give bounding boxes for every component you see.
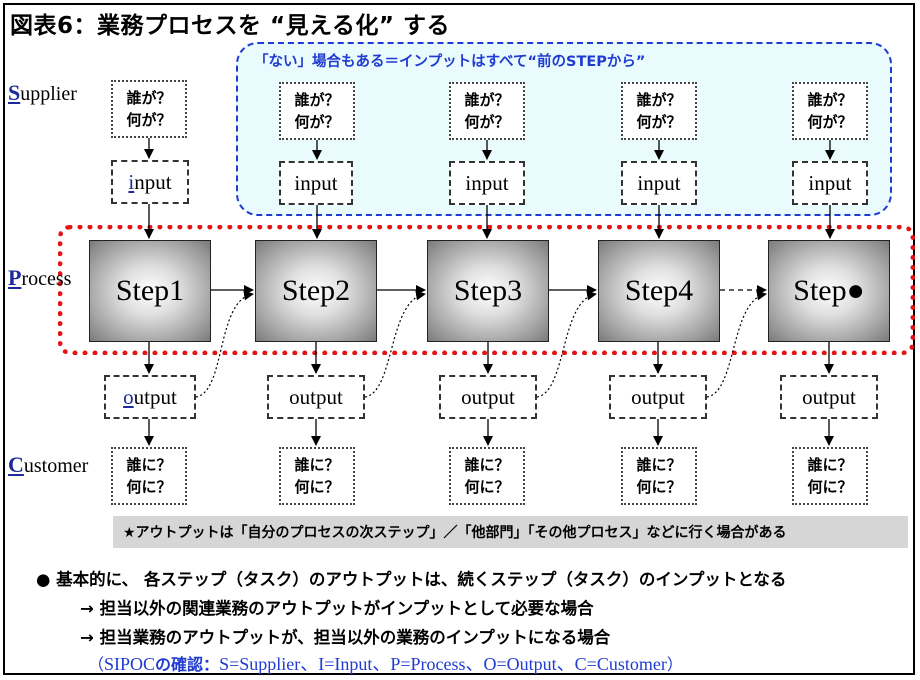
customer-what: 何に？	[294, 478, 340, 496]
customer-what: 何に？	[807, 478, 853, 496]
input-box-4: input	[621, 161, 697, 205]
customer-box-4: 誰に？ 何に？	[621, 447, 697, 505]
supplier-initial: S	[8, 80, 21, 105]
supplier-who: 誰が？	[126, 89, 172, 107]
customer-whom: 誰に？	[807, 456, 853, 474]
input-rest: nput	[134, 169, 172, 194]
process-step-final: Step●	[768, 240, 890, 342]
supplier-what: 何が？	[126, 111, 172, 129]
process-step-1: Step1	[89, 240, 211, 342]
figure-title: 図表6：業務プロセスを “見える化” する	[10, 13, 451, 39]
supplier-who: 誰が？	[636, 91, 682, 109]
curve-output-3-to-step-4	[536, 290, 597, 398]
supplier-rest: upplier	[20, 83, 77, 105]
supplier-box-2: 誰が？ 何が？	[279, 82, 355, 140]
output-rest: utput	[133, 384, 177, 409]
customer-whom: 誰に？	[294, 456, 340, 474]
supplier-who: 誰が？	[294, 91, 340, 109]
row-label-supplier: Supplier	[8, 80, 77, 106]
customer-whom: 誰に？	[636, 456, 682, 474]
sipoc-label: の確認：	[155, 655, 220, 674]
input-box-5: input	[792, 161, 868, 205]
customer-box-2: 誰に？ 何に？	[279, 447, 355, 505]
customer-box-5: 誰に？ 何に？	[792, 447, 868, 505]
customer-rest: ustomer	[23, 455, 89, 477]
customer-whom: 誰に？	[464, 456, 510, 474]
customer-what: 何に？	[464, 478, 510, 496]
supplier-who: 誰が？	[464, 91, 510, 109]
input-initial: i	[128, 169, 135, 194]
customer-what: 何に？	[636, 478, 682, 496]
bullet-sub-1: → 担当以外の関連業務のアウトプットがインプットとして必要な場合	[80, 599, 594, 618]
customer-box-1: 誰に？ 何に？	[111, 447, 187, 505]
process-step-2: Step2	[255, 240, 377, 342]
output-box-4: output	[609, 375, 707, 419]
process-rest: rocess	[21, 268, 72, 290]
output-box-2: output	[267, 375, 365, 419]
output-box-3: output	[439, 375, 537, 419]
sipoc-text: S=Supplier、I=Input、P=Process、O=Output、C=…	[219, 654, 667, 674]
customer-box-3: 誰に？ 何に？	[449, 447, 525, 505]
sipoc-term: SIPOC	[104, 654, 156, 674]
sipoc-legend: （SIPOCの確認：S=Supplier、I=Input、P=Process、O…	[88, 650, 683, 676]
output-box-5: output	[780, 375, 878, 419]
sipoc-close: ）	[666, 655, 683, 674]
sipoc-open: （	[88, 655, 105, 674]
customer-what: 何に？	[126, 478, 172, 496]
row-label-customer: Customer	[8, 452, 88, 478]
supplier-what: 何が？	[807, 113, 853, 131]
process-step-4: Step4	[598, 240, 720, 342]
curve-output-2-to-step-3	[364, 290, 426, 398]
supplier-box-1: 誰が？ 何が？	[111, 80, 187, 138]
supplier-box-4: 誰が？ 何が？	[621, 82, 697, 140]
output-initial: o	[123, 384, 134, 409]
bullet-main: ● 基本的に、 各ステップ（タスク）のアウトプットは、続くステップ（タスク）のイ…	[36, 570, 787, 589]
customer-initial: C	[8, 452, 24, 477]
row-label-process: Process	[8, 265, 71, 291]
input-box-2: input	[279, 161, 353, 205]
customer-whom: 誰に？	[126, 456, 172, 474]
supplier-box-5: 誰が？ 何が？	[792, 82, 868, 140]
bullet-sub-2: → 担当業務のアウトプットが、担当以外の業務のインプットになる場合	[80, 628, 611, 647]
supplier-what: 何が？	[636, 113, 682, 131]
curve-output-1-to-step-2	[195, 290, 254, 398]
supplier-who: 誰が？	[807, 91, 853, 109]
process-step-3: Step3	[427, 240, 549, 342]
input-band-caption: 「ない」場合もある＝インプットはすべて“前のSTEPから”	[254, 54, 646, 70]
curve-output-4-to-step-final	[706, 290, 767, 398]
supplier-box-3: 誰が？ 何が？	[449, 82, 525, 140]
process-initial: P	[8, 265, 22, 290]
note-banner: ★アウトプットは「自分のプロセスの次ステップ」／「他部門」「その他プロセス」など…	[113, 516, 908, 548]
supplier-what: 何が？	[464, 113, 510, 131]
supplier-what: 何が？	[294, 113, 340, 131]
input-box-3: input	[449, 161, 525, 205]
